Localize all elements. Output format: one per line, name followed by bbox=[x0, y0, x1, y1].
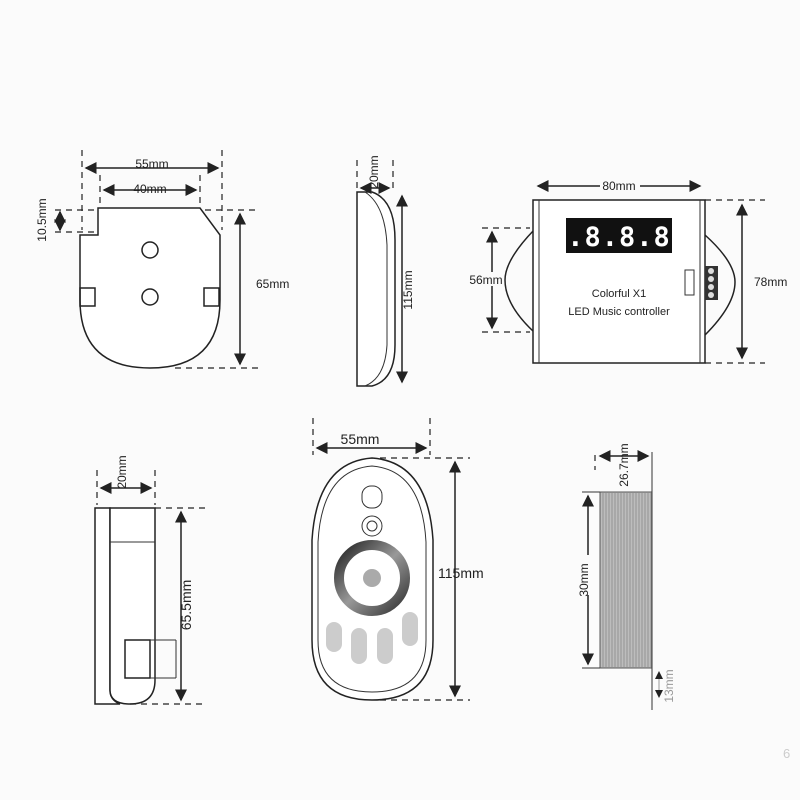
mount-hole bbox=[141, 288, 159, 306]
receiver-body bbox=[599, 491, 653, 669]
remote-control: 55mm 115mm bbox=[311, 418, 484, 701]
mount-hole bbox=[141, 241, 159, 259]
dim-controller-height: 78mm bbox=[754, 275, 787, 289]
mode-button bbox=[326, 622, 342, 652]
center-button bbox=[363, 569, 381, 587]
dim-receiver-offset: 13mm bbox=[662, 669, 676, 702]
led-display-digits: 8.8.8.8. bbox=[550, 222, 688, 253]
dim-bracket-width: 55mm bbox=[135, 157, 168, 171]
color-wheel bbox=[334, 540, 410, 616]
led-display bbox=[566, 218, 672, 253]
dim-side-height: 115mm bbox=[401, 270, 415, 309]
mode-button bbox=[377, 628, 393, 664]
remote-holder-side: 20mm 65.5mm bbox=[94, 455, 205, 705]
receiver-module: 26.7mm 30mm 13mm bbox=[576, 443, 676, 710]
dim-bracket-tab: 10.5mm bbox=[35, 198, 49, 241]
dim-controller-width: 80mm bbox=[602, 179, 635, 193]
dim-remote-width: 55mm bbox=[341, 431, 380, 447]
dim-receiver-width: 26.7mm bbox=[617, 443, 631, 486]
dim-bracket-inner-width: 40mm bbox=[133, 182, 166, 196]
bracket-side-view: 20mm 115mm bbox=[356, 155, 415, 387]
dim-holder-height: 65.5mm bbox=[178, 580, 194, 631]
music-controller: 8.8.8.8. Colorful X1 LED Music controlle… bbox=[469, 178, 787, 364]
dim-remote-height: 115mm bbox=[438, 565, 484, 581]
power-button bbox=[361, 485, 383, 509]
controller-name: Colorful X1 bbox=[592, 288, 646, 300]
dim-bracket-height: 65mm bbox=[256, 277, 289, 291]
page-number: 6 bbox=[783, 746, 790, 761]
dim-holder-thickness: 20mm bbox=[115, 455, 129, 488]
mode-button bbox=[402, 612, 418, 646]
dim-receiver-height: 30mm bbox=[577, 563, 591, 596]
wall-bracket-front: 55mm 40mm 10.5mm 65mm bbox=[35, 150, 289, 369]
mode-button bbox=[351, 628, 367, 664]
dim-controller-inner-height: 56mm bbox=[469, 273, 502, 287]
on-off-button bbox=[361, 515, 383, 537]
dim-side-thickness: 20mm bbox=[367, 155, 381, 188]
controller-subtitle: LED Music controller bbox=[568, 306, 670, 318]
